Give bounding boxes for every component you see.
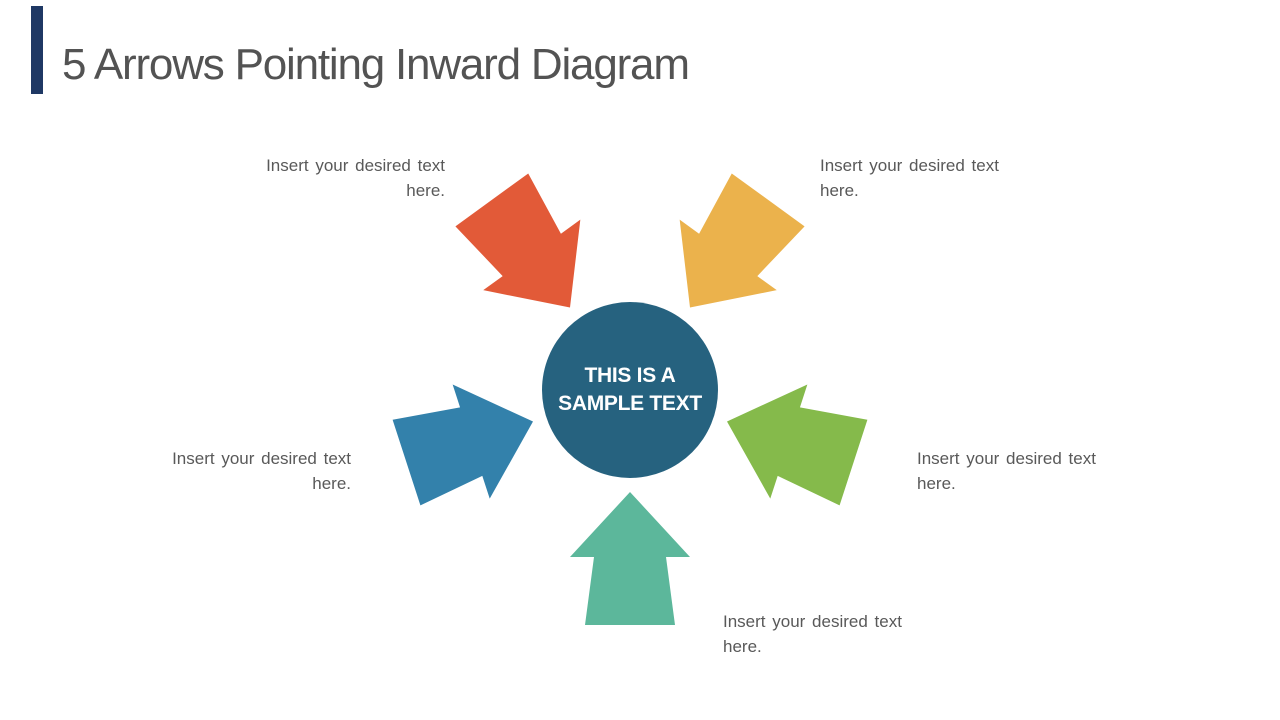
arrow-left-shape — [392, 384, 533, 506]
label-right-line2: here. — [917, 474, 956, 493]
label-right: Insert your desired text here. — [917, 446, 1177, 496]
arrow-bottom-shape — [570, 492, 690, 625]
label-top-left-line2: here. — [406, 181, 445, 200]
center-circle-text: THIS IS A SAMPLE TEXT — [540, 362, 720, 418]
center-text-line2: SAMPLE TEXT — [558, 392, 702, 415]
arrow-top-right — [679, 173, 805, 308]
arrow-right — [727, 384, 868, 506]
slide-title: 5 Arrows Pointing Inward Diagram — [62, 40, 690, 89]
center-text-line1: THIS IS A — [584, 364, 676, 387]
label-top-left-line1: Insert your desired text — [266, 156, 445, 175]
arrow-top-left — [455, 173, 581, 308]
arrow-top-left-shape — [455, 173, 581, 308]
label-top-right-line1: Insert your desired text — [820, 156, 999, 175]
accent-bar — [31, 6, 43, 94]
label-left-line1: Insert your desired text — [172, 449, 351, 468]
label-top-left: Insert your desired text here. — [185, 153, 445, 203]
label-top-right-line2: here. — [820, 181, 859, 200]
label-top-right: Insert your desired text here. — [820, 153, 1080, 203]
label-bottom: Insert your desired text here. — [723, 609, 983, 659]
label-left: Insert your desired text here. — [91, 446, 351, 496]
arrow-top-right-shape — [679, 173, 805, 308]
arrow-right-shape — [727, 384, 868, 506]
center-circle — [542, 302, 718, 478]
arrow-bottom — [570, 492, 690, 625]
arrow-left — [392, 384, 533, 506]
label-bottom-line1: Insert your desired text — [723, 612, 902, 631]
label-left-line2: here. — [312, 474, 351, 493]
label-bottom-line2: here. — [723, 637, 762, 656]
label-right-line1: Insert your desired text — [917, 449, 1096, 468]
